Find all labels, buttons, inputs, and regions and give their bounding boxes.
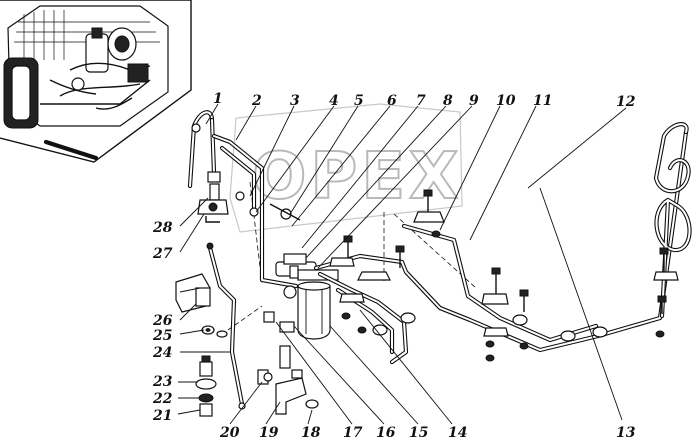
- callout-25: 25: [152, 328, 172, 344]
- coiled-fuel-loop: [653, 122, 692, 319]
- callout-7: 7: [416, 93, 426, 109]
- main-pipe-run: [313, 129, 689, 365]
- watermark-text: OPEX: [252, 140, 462, 214]
- callout-12: 12: [616, 94, 636, 110]
- callout-3: 3: [290, 93, 300, 109]
- callout-13: 13: [616, 425, 636, 441]
- callout-18: 18: [301, 425, 321, 441]
- callout-11: 11: [533, 93, 552, 109]
- callout-19: 19: [259, 425, 279, 441]
- lower-left-parts: [175, 242, 319, 417]
- callout-16: 16: [376, 425, 396, 441]
- callout-24: 24: [152, 345, 172, 361]
- callout-22: 22: [152, 391, 173, 407]
- callout-6: 6: [387, 93, 397, 109]
- callout-15: 15: [409, 425, 428, 441]
- callout-4: 4: [329, 93, 339, 109]
- callout-1: 1: [213, 91, 223, 107]
- clamps-and-fasteners: [329, 189, 679, 362]
- callout-9: 9: [469, 93, 479, 109]
- engine-location-inset: [0, 0, 192, 163]
- callout-21: 21: [152, 408, 172, 424]
- return-tubes: [211, 133, 301, 289]
- callout-5: 5: [354, 93, 364, 109]
- callout-26: 26: [152, 313, 173, 329]
- left-supply-tube: [187, 110, 229, 223]
- callout-labels: 1 2 3 4 5 6 7 8 9 10 11 12 13 14 15 16 1…: [152, 91, 636, 441]
- callout-8: 8: [443, 93, 453, 109]
- callout-10: 10: [496, 93, 516, 109]
- callout-17: 17: [343, 425, 363, 441]
- callout-28: 28: [152, 220, 173, 236]
- callout-14: 14: [448, 425, 467, 441]
- watermark: OPEX: [229, 103, 463, 233]
- callout-23: 23: [152, 374, 173, 390]
- callout-2: 2: [251, 93, 262, 109]
- callout-leader-lines: [177, 103, 627, 425]
- callout-20: 20: [219, 425, 240, 441]
- callout-27: 27: [152, 246, 173, 262]
